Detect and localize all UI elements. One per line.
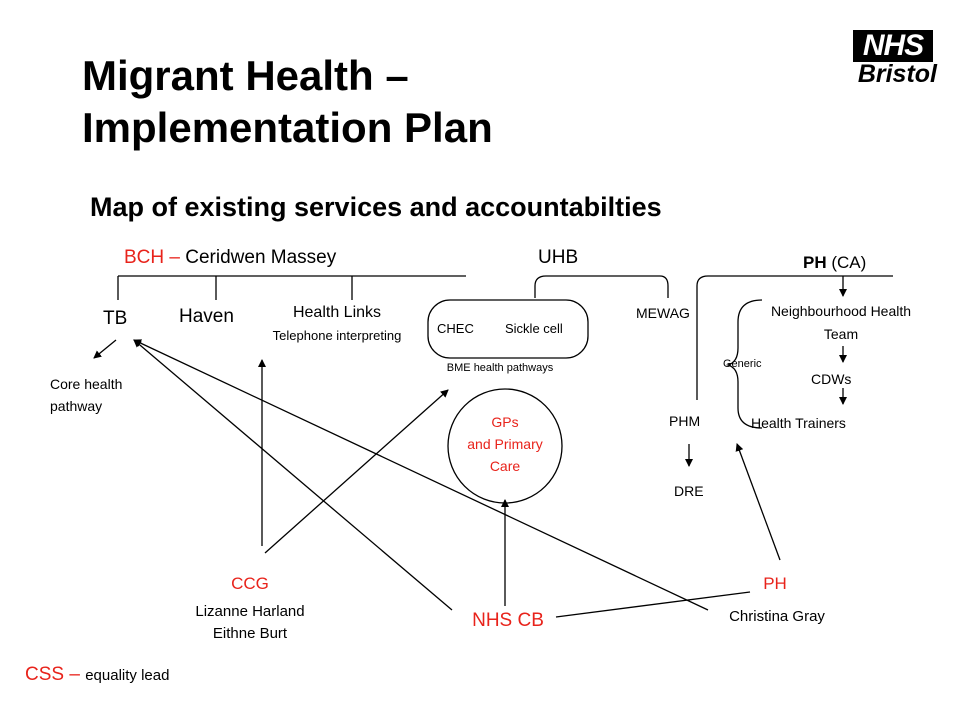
haven-label: Haven [179, 306, 234, 327]
health-links-label: Health Links [292, 304, 382, 321]
arrow-tb-core [93, 339, 117, 359]
core-pathway-line2: pathway [50, 398, 103, 414]
dre-label: DRE [674, 483, 704, 499]
chec-label: CHEC [437, 321, 474, 336]
arrow-ph-trainers [735, 443, 781, 561]
bch-bracket [117, 275, 466, 300]
page-title: Migrant Health – Implementation Plan [82, 52, 493, 151]
ph-person: Christina Gray [729, 608, 825, 625]
chec-box [427, 299, 589, 359]
gps-line3: Care [489, 458, 521, 474]
ph-ca-prefix: PH [803, 253, 827, 272]
nhs-logo-org: Bristol [857, 60, 937, 88]
ph-ca-suffix: (CA) [826, 253, 867, 272]
page-subtitle: Map of existing services and accountabil… [90, 192, 662, 222]
nht-line2: Team [823, 326, 859, 342]
mewag-label: MEWAG [636, 305, 690, 321]
bch-header: BCH – Ceridwen Massey [124, 247, 336, 269]
ph-ca-header: PH (CA) [803, 253, 866, 273]
health-trainers-label: Health Trainers [751, 415, 846, 431]
generic-brace [725, 299, 763, 429]
bch-prefix: BCH [124, 247, 165, 268]
tb-label: TB [103, 308, 128, 329]
ccg-label: CCG [231, 574, 269, 593]
gps-line1: GPs [491, 414, 519, 430]
css-prefix: CSS [25, 664, 65, 685]
ph-ca-bracket [696, 275, 893, 400]
nht-line1: Neighbourhood Health [770, 303, 912, 319]
ph-label: PH [763, 574, 787, 593]
gps-line2: and Primary [467, 436, 543, 452]
nhs-cb-label: NHS CB [472, 610, 544, 631]
bch-lead-name: Ceridwen Massey [185, 247, 337, 268]
ccg-person-1: Lizanne Harland [195, 603, 305, 620]
bme-pathways-label: BME health pathways [446, 362, 554, 374]
uhb-bracket [534, 275, 669, 298]
line-nhscb-ph [555, 591, 751, 618]
core-pathway-line1: Core health [50, 376, 123, 392]
generic-label: Generic [723, 358, 762, 370]
nhs-logo: NHS [853, 30, 933, 62]
uhb-header: UHB [538, 247, 579, 268]
arrow-ph-tb [133, 339, 709, 611]
telephone-interpreting-label: Telephone interpreting [272, 328, 402, 343]
bch-dash: – [164, 247, 186, 268]
cdws-label: CDWs [811, 371, 852, 387]
css-equality-lead: CSS – equality lead [25, 664, 169, 686]
phm-label: PHM [669, 413, 701, 429]
arrow-ccg-bme [264, 389, 449, 554]
arrow-nhscb-tb [133, 339, 453, 611]
css-role: equality lead [85, 667, 170, 684]
css-dash: – [64, 664, 86, 685]
ccg-person-2: Eithne Burt [212, 625, 288, 642]
sickle-cell-label: Sickle cell [505, 321, 563, 336]
